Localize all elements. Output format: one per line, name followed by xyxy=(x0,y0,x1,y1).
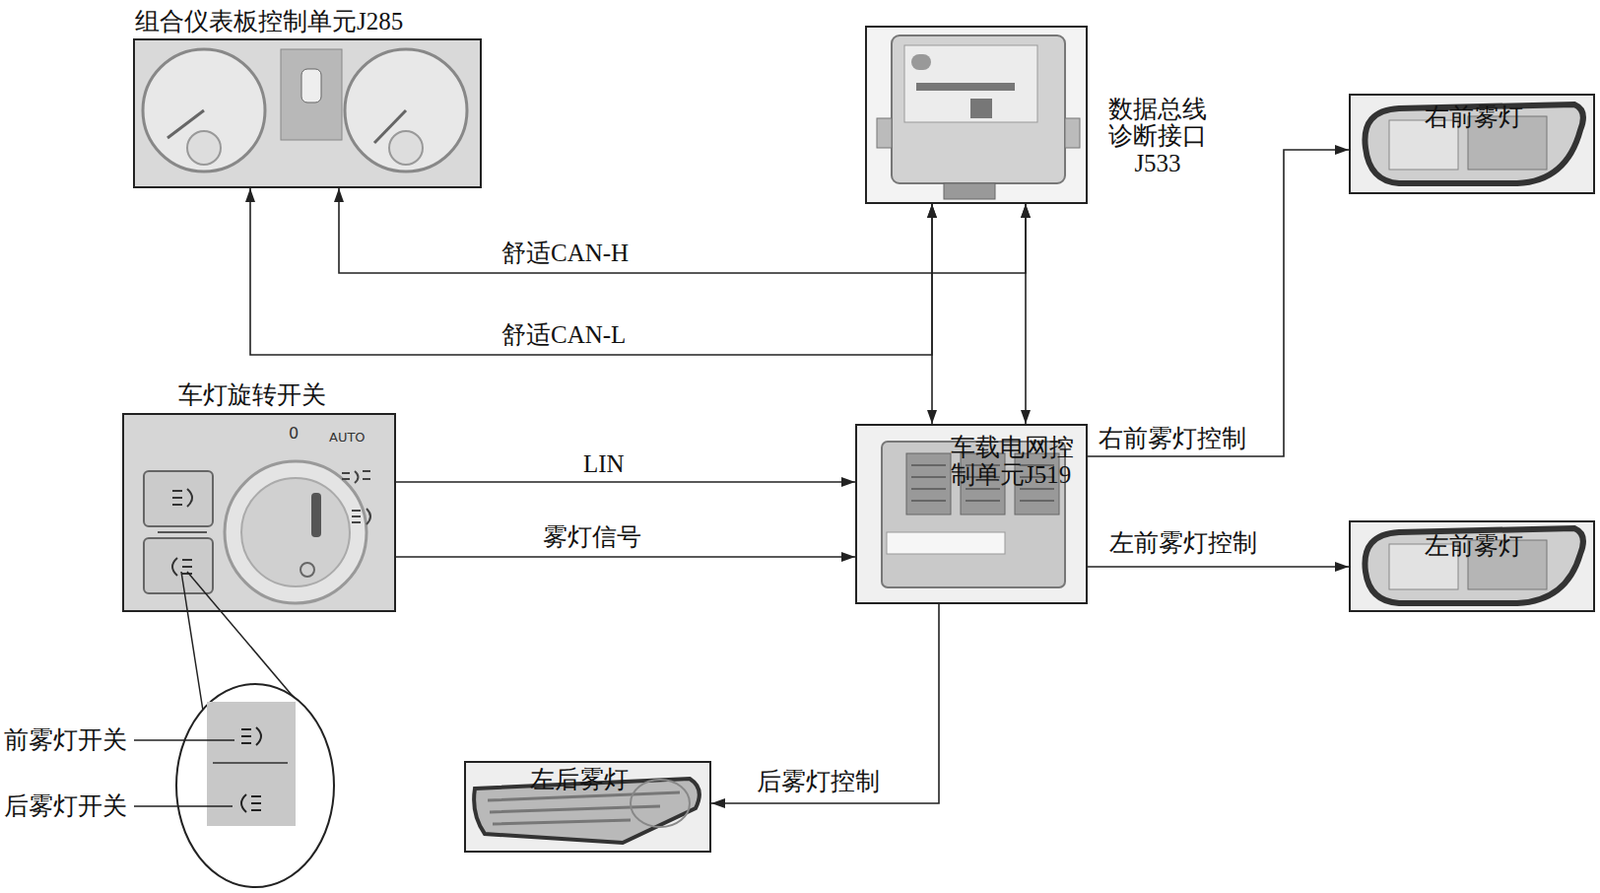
connector xyxy=(250,188,933,355)
connector-label: 舒适CAN-H xyxy=(499,239,631,267)
connector-label: 雾灯信号 xyxy=(540,523,644,551)
gateway-box: 数据总线 诊断接口 J533 xyxy=(865,25,1088,204)
connector xyxy=(396,555,856,558)
lamp-box: 左前雾灯 xyxy=(1348,520,1596,612)
connector xyxy=(338,188,1026,273)
lamp-box: 左后雾灯 xyxy=(464,760,712,853)
cluster-box: 组合仪表板控制单元J285 xyxy=(133,38,482,189)
connector-label: 舒适CAN-L xyxy=(499,321,628,349)
lamp-box: 右前雾灯 xyxy=(1348,93,1596,195)
part-label: 前雾灯开关 xyxy=(3,726,128,754)
connector xyxy=(1024,203,1027,424)
node-heading: 数据总线 诊断接口 J533 xyxy=(1103,95,1212,178)
connector xyxy=(396,480,856,483)
node-heading: 组合仪表板控制单元J285 xyxy=(134,7,403,36)
switch-marking: 0 xyxy=(288,424,299,443)
node-heading: 左后雾灯 xyxy=(530,765,629,794)
node-heading: 右前雾灯 xyxy=(1424,103,1524,132)
connector xyxy=(711,603,939,803)
connector xyxy=(931,203,934,424)
connector xyxy=(1087,149,1349,457)
node-heading: 左前雾灯 xyxy=(1424,532,1524,560)
module-box: 车载电网控 制单元J519 xyxy=(855,423,1088,604)
connector-label: 右前雾灯控制 xyxy=(1096,424,1249,453)
node-heading: 车载电网控 制单元J519 xyxy=(950,433,1087,488)
connector-label: LIN xyxy=(581,450,627,478)
connector-label: 后雾灯控制 xyxy=(754,767,882,796)
node-heading: 车灯旋转开关 xyxy=(178,381,327,409)
part-label: 后雾灯开关 xyxy=(3,792,128,820)
connector-label: 左前雾灯控制 xyxy=(1107,529,1260,557)
connector xyxy=(1087,565,1349,568)
switch-marking: AUTO xyxy=(329,430,366,445)
